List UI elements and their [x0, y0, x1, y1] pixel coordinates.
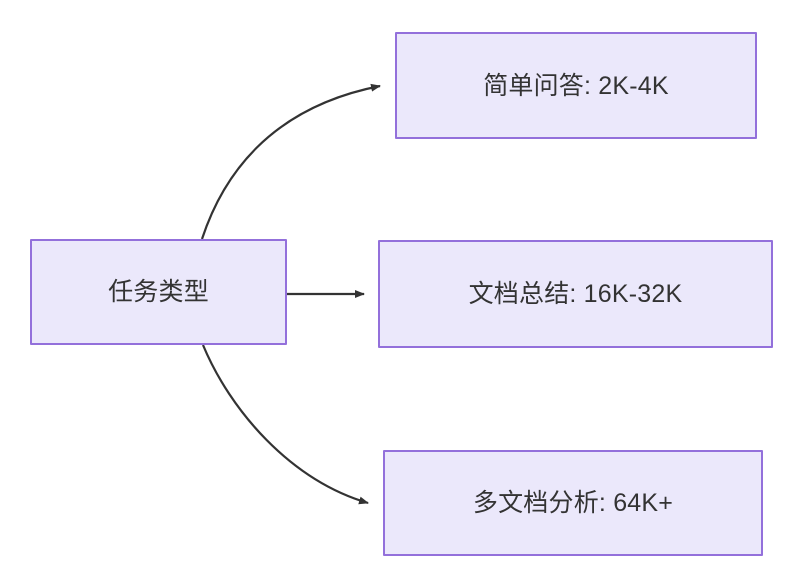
node-document-summary[interactable]: 文档总结: 16K-32K [378, 240, 773, 348]
node-multi-document-analysis-label: 多文档分析: 64K+ [472, 489, 674, 517]
edge-root-to-task-1 [200, 83, 381, 240]
node-document-summary-label: 文档总结: 16K-32K [468, 280, 683, 308]
node-multi-document-analysis[interactable]: 多文档分析: 64K+ [383, 450, 763, 556]
node-root-label: 任务类型 [108, 278, 209, 306]
node-simple-qa-label: 简单问答: 2K-4K [483, 71, 669, 100]
node-root-task-type[interactable]: 任务类型 [30, 239, 287, 345]
node-simple-qa[interactable]: 简单问答: 2K-4K [395, 32, 757, 139]
edge-root-to-task-3 [201, 344, 369, 505]
